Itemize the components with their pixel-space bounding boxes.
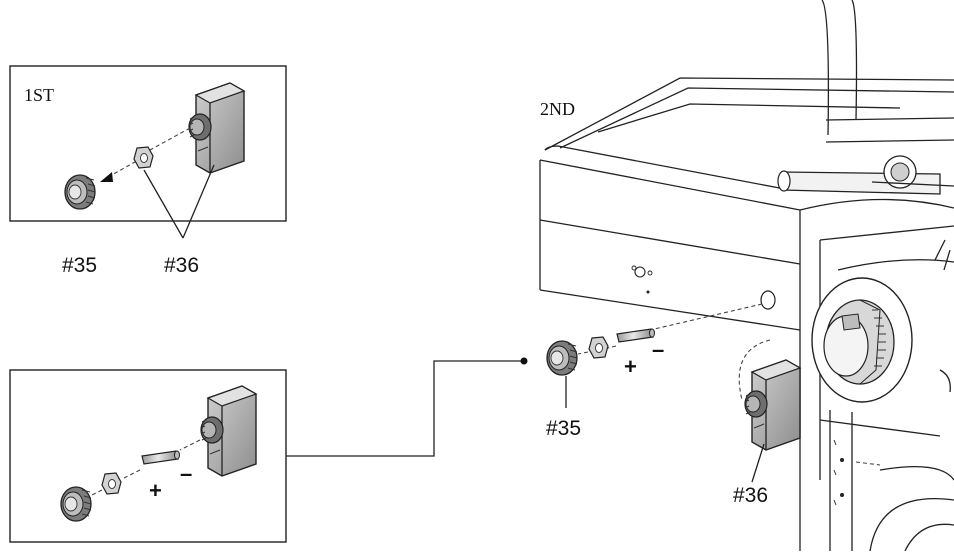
nut-illustration (588, 336, 609, 359)
battery-positive-label: + (624, 354, 637, 379)
nut-illustration (101, 472, 122, 495)
step-1-label: 1ST (24, 85, 54, 105)
button-illustration (546, 340, 578, 376)
part-label-36: #36 (164, 254, 199, 277)
battery-negative-label: – (652, 337, 664, 362)
module-illustration (188, 82, 245, 174)
battery-negative-label: – (180, 461, 192, 486)
battery-panel: + – (9, 369, 287, 543)
part-label-36: #36 (733, 484, 768, 507)
arrow-icon (100, 172, 113, 182)
battery-illustration (616, 328, 656, 343)
part-label-35: #35 (546, 417, 581, 440)
connector-line (286, 360, 524, 457)
step-1-panel: 1ST (9, 65, 287, 222)
module-illustration (200, 385, 257, 477)
module-illustration (744, 359, 801, 451)
part-label-35: #35 (62, 254, 97, 277)
grill-illustration: 2ND (539, 0, 954, 552)
step-2-label: 2ND (540, 99, 575, 119)
button-illustration (60, 486, 92, 522)
connector-dot (520, 357, 528, 365)
button-illustration (64, 174, 96, 210)
battery-positive-label: + (149, 478, 162, 503)
nut-illustration (133, 146, 154, 169)
